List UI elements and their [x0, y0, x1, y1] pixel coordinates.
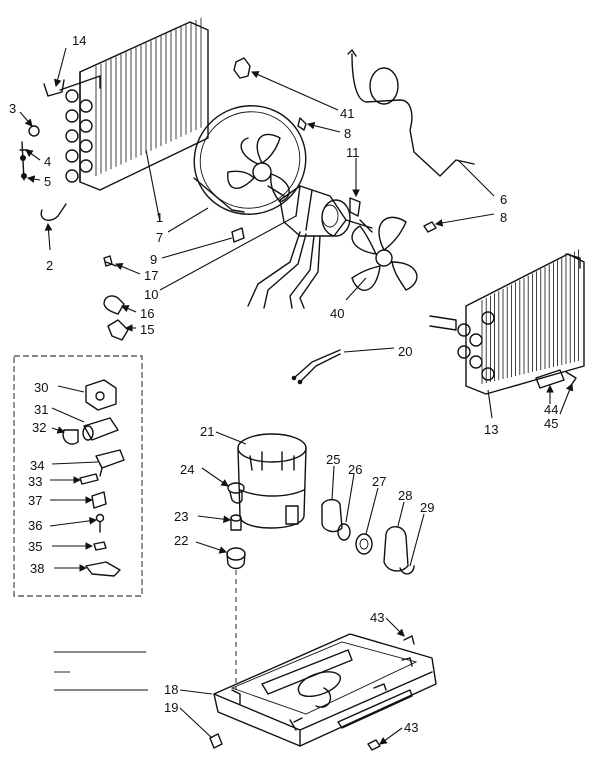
clip-11: [349, 197, 361, 217]
screw-8b: [423, 221, 437, 233]
base-pan: [213, 633, 437, 747]
callout-30: 30: [34, 380, 48, 395]
grommet-part: [28, 125, 40, 137]
callout-17: 17: [144, 268, 158, 283]
compressor: [237, 433, 307, 529]
callout-4: 4: [44, 154, 51, 169]
clip-19: [209, 733, 223, 749]
callout-19: 19: [164, 700, 178, 715]
callout-5: 5: [44, 174, 51, 189]
power-cord: [347, 49, 475, 177]
callout-21: 21: [200, 424, 214, 439]
callout-43a: 43: [370, 610, 384, 625]
fan-motor: [247, 185, 373, 309]
callout-27: 27: [372, 474, 386, 489]
callout-22: 22: [174, 533, 188, 548]
callout-16: 16: [140, 306, 154, 321]
callout-9: 9: [150, 252, 157, 267]
callout-40: 40: [330, 306, 344, 321]
mount-22: [226, 547, 246, 570]
callout-38: 38: [30, 561, 44, 576]
overload-26: [337, 523, 351, 541]
callout-8a: 8: [344, 126, 351, 141]
callout-36: 36: [28, 518, 42, 533]
callout-6: 6: [500, 192, 507, 207]
screw-43b: [367, 739, 381, 751]
elbow-fitting: [103, 295, 125, 315]
callout-28: 28: [398, 488, 412, 503]
callout-23: 23: [174, 509, 188, 524]
callout-32: 32: [32, 420, 46, 435]
protector-27: [355, 533, 373, 555]
terminal-cover-28: [383, 526, 409, 572]
callout-24: 24: [180, 462, 194, 477]
callout-43b: 43: [404, 720, 418, 735]
insulator-44: [535, 369, 565, 389]
callout-26: 26: [348, 462, 362, 477]
blower-fan-blades: [227, 133, 290, 203]
callout-20: 20: [398, 344, 412, 359]
drain-clip: [40, 203, 67, 221]
evaporator-coil: [59, 17, 209, 191]
callout-33: 33: [28, 474, 42, 489]
callout-45: 45: [544, 416, 558, 431]
callout-35: 35: [28, 539, 42, 554]
clip-41: [233, 57, 251, 79]
callout-13: 13: [484, 422, 498, 437]
wire-harness: [291, 349, 341, 385]
leader-lines: [19, 47, 574, 745]
callout-7: 7: [156, 230, 163, 245]
condenser-coil: [429, 249, 585, 395]
callout-31: 31: [34, 402, 48, 417]
condenser-fan-blade: [351, 216, 418, 291]
thermostat-bulb: [19, 141, 29, 181]
callout-labels: 14 3 4 5 2 1 7 9 17 10 16 15 41 8 11 6 8…: [9, 33, 558, 735]
callout-14: 14: [72, 33, 86, 48]
callout-18: 18: [164, 682, 178, 697]
callout-10: 10: [144, 287, 158, 302]
callout-44: 44: [544, 402, 558, 417]
callout-29: 29: [420, 500, 434, 515]
gasket-25: [321, 498, 343, 533]
callout-11: 11: [346, 145, 360, 160]
callout-37: 37: [28, 493, 42, 508]
clip-45: [565, 371, 577, 385]
mounting-bracket: [231, 227, 245, 243]
blank-lines: [54, 651, 148, 691]
parts-inset-box: [13, 355, 143, 597]
blower-shroud: [193, 105, 307, 215]
clip-29: [399, 565, 415, 575]
callout-25: 25: [326, 452, 340, 467]
callout-34: 34: [30, 458, 44, 473]
screw-43a: [403, 635, 415, 645]
capillary-fitting: [43, 79, 65, 97]
callout-1: 1: [156, 210, 163, 225]
callout-3: 3: [9, 101, 16, 116]
callout-15: 15: [140, 322, 154, 337]
callout-8b: 8: [500, 210, 507, 225]
grommet-24: [227, 482, 245, 504]
screw-17: [103, 255, 117, 267]
callout-41: 41: [340, 106, 354, 121]
screw-8a: [297, 117, 307, 131]
drain-nozzle: [107, 319, 129, 341]
callout-2: 2: [46, 258, 53, 273]
